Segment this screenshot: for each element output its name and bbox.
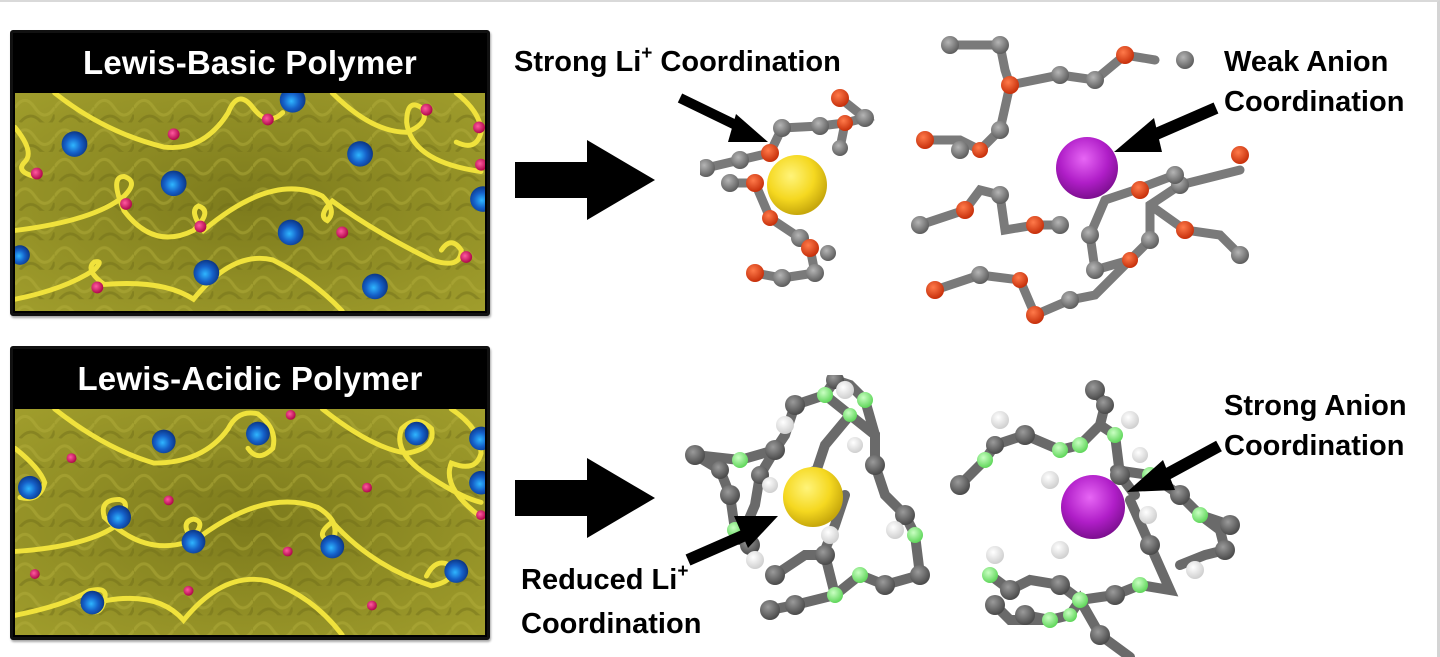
pointer-arrow-icon bbox=[1127, 440, 1222, 492]
bound-li-ions bbox=[17, 421, 485, 615]
polymer-matrix-illustration bbox=[15, 93, 485, 311]
pointer-arrow-icon bbox=[1114, 102, 1219, 152]
weak-anion-coordination-label: Weak Anion Coordination bbox=[1224, 46, 1405, 118]
panel-title: Lewis-Basic Polymer bbox=[83, 44, 417, 81]
peo-anion-weak-coordination-structure bbox=[911, 36, 1249, 324]
polymer-illustration bbox=[15, 409, 485, 635]
lewis-acid-anion-strong-coordination-structure bbox=[950, 380, 1240, 657]
lithium-ion-sphere bbox=[767, 155, 827, 215]
lewis-basic-polymer-panel: Lewis-Basic Polymer bbox=[10, 30, 490, 316]
lewis-acid-li-coordination-structure bbox=[685, 375, 930, 620]
strong-anion-coordination-label: Strong Anion Coordination bbox=[1224, 390, 1407, 462]
anion-sphere bbox=[1061, 475, 1125, 539]
anion-sphere bbox=[1056, 137, 1118, 199]
pointer-arrow-icon bbox=[685, 516, 778, 566]
panel-title: Lewis-Acidic Polymer bbox=[77, 360, 423, 397]
bound-anions bbox=[30, 103, 485, 294]
polymer-matrix-illustration bbox=[15, 409, 485, 635]
right-arrow-icon bbox=[515, 458, 655, 538]
lewis-acidic-polymer-panel: Lewis-Acidic Polymer bbox=[10, 346, 490, 640]
peo-li-coordination-structure bbox=[700, 89, 875, 287]
free-anions bbox=[29, 409, 485, 611]
strong-li-coordination-label: Strong Li+ Coordination bbox=[514, 43, 841, 78]
pointer-arrow-icon bbox=[677, 93, 768, 142]
free-li-ions bbox=[15, 93, 485, 300]
lithium-ion-sphere bbox=[783, 467, 843, 527]
right-arrow-icon bbox=[515, 140, 655, 220]
reduced-li-coordination-label: Reduced Li+ Coordination bbox=[521, 561, 702, 640]
polymer-illustration bbox=[15, 93, 485, 311]
